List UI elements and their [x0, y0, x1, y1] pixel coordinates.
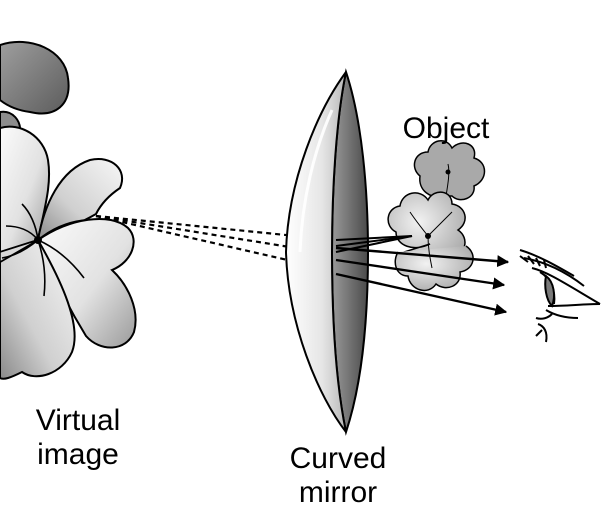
- eye-icon: [519, 249, 601, 343]
- large-flower-icon: [0, 40, 137, 380]
- virtual-image-label-line2: image: [37, 438, 119, 471]
- reflected-rays: [335, 246, 510, 316]
- object-label: Object: [402, 112, 490, 145]
- reflected-ray-2: [335, 258, 506, 290]
- curved-mirror-label: Curved mirror: [276, 442, 400, 510]
- convex-mirror-icon: [284, 68, 370, 436]
- reflected-ray-1: [335, 246, 510, 268]
- dashed-ray-2: [95, 214, 297, 250]
- virtual-image-label-line1: Virtual: [35, 404, 121, 437]
- virtual-image-label: Virtual image: [14, 404, 142, 472]
- curved-mirror-label-line1: Curved: [289, 442, 387, 475]
- dashed-ray-3: [95, 214, 297, 264]
- reflected-ray-3: [335, 272, 508, 316]
- small-flower-icon: [387, 140, 486, 292]
- curved-mirror-label-line2: mirror: [298, 476, 378, 509]
- dashed-rays: [95, 214, 297, 264]
- dashed-ray-1: [95, 214, 297, 238]
